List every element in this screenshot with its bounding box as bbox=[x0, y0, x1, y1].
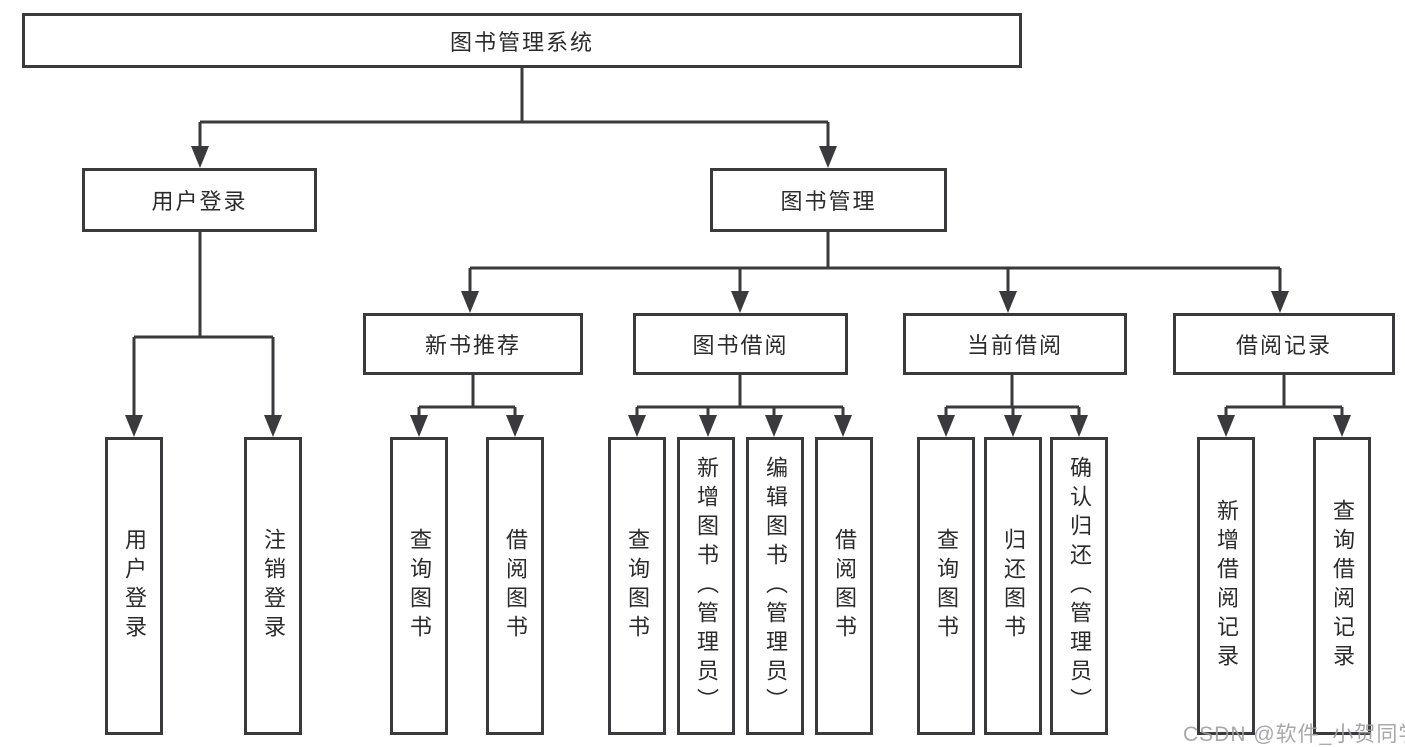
node-cb-query-books: 查询图书 bbox=[917, 437, 975, 735]
node-new-book-recommendation-label: 新书推荐 bbox=[424, 333, 521, 358]
connector-book-management-children bbox=[461, 232, 1289, 313]
node-bb-edit-books-admin: 编辑图书（管理员） bbox=[746, 437, 804, 735]
node-logout-action-label: 注销登录 bbox=[261, 528, 286, 644]
node-cb-confirm-return-admin-label: 确认归还（管理员） bbox=[1067, 455, 1092, 717]
node-cb-return-books: 归还图书 bbox=[984, 437, 1042, 735]
connector-book-borrowing-children bbox=[628, 375, 852, 437]
node-borrowing-records: 借阅记录 bbox=[1173, 313, 1395, 375]
node-user-login: 用户登录 bbox=[82, 168, 317, 232]
node-logout-action: 注销登录 bbox=[244, 437, 302, 735]
node-user-login-label: 用户登录 bbox=[151, 189, 248, 214]
node-book-management-label: 图书管理 bbox=[780, 189, 877, 214]
node-br-query-borrow-record-label: 查询借阅记录 bbox=[1330, 499, 1355, 673]
connector-current-borrowing-children bbox=[937, 375, 1088, 437]
csdn-watermark: CSDN @软件_小贺同学 bbox=[1183, 723, 1405, 746]
node-bb-query-books: 查询图书 bbox=[608, 437, 666, 735]
node-br-add-borrow-record: 新增借阅记录 bbox=[1197, 437, 1255, 735]
connector-user-login-children bbox=[125, 232, 282, 437]
node-book-borrowing-label: 图书借阅 bbox=[692, 333, 789, 358]
node-user-login-action: 用户登录 bbox=[105, 437, 163, 735]
node-cb-confirm-return-admin: 确认归还（管理员） bbox=[1050, 437, 1108, 735]
node-bb-borrow-books: 借阅图书 bbox=[815, 437, 873, 735]
node-br-add-borrow-record-label: 新增借阅记录 bbox=[1214, 499, 1239, 673]
connector-root-to-level2 bbox=[191, 68, 837, 168]
node-bb-borrow-books-label: 借阅图书 bbox=[832, 528, 857, 644]
node-br-query-borrow-record: 查询借阅记录 bbox=[1313, 437, 1371, 735]
node-nbr-query-books-label: 查询图书 bbox=[407, 528, 432, 644]
node-book-borrowing: 图书借阅 bbox=[633, 313, 848, 375]
node-root-system: 图书管理系统 bbox=[22, 13, 1022, 68]
connector-new-book-recommendation-children bbox=[410, 375, 524, 437]
node-borrowing-records-label: 借阅记录 bbox=[1235, 333, 1332, 358]
node-cb-return-books-label: 归还图书 bbox=[1001, 528, 1026, 644]
node-bb-add-books-admin: 新增图书（管理员） bbox=[677, 437, 735, 735]
node-nbr-query-books: 查询图书 bbox=[390, 437, 448, 735]
node-bb-add-books-admin-label: 新增图书（管理员） bbox=[694, 455, 719, 717]
node-current-borrowing: 当前借阅 bbox=[903, 313, 1127, 375]
node-bb-query-books-label: 查询图书 bbox=[625, 528, 650, 644]
node-bb-edit-books-admin-label: 编辑图书（管理员） bbox=[763, 455, 788, 717]
node-cb-query-books-label: 查询图书 bbox=[934, 528, 959, 644]
connector-borrowing-records-children bbox=[1217, 375, 1351, 437]
node-nbr-borrow-books-label: 借阅图书 bbox=[503, 528, 528, 644]
node-user-login-action-label: 用户登录 bbox=[122, 528, 147, 644]
node-root-system-label: 图书管理系统 bbox=[449, 29, 594, 55]
node-new-book-recommendation: 新书推荐 bbox=[363, 313, 583, 375]
node-current-borrowing-label: 当前借阅 bbox=[966, 333, 1063, 358]
node-nbr-borrow-books: 借阅图书 bbox=[486, 437, 544, 735]
node-book-management: 图书管理 bbox=[710, 168, 947, 232]
